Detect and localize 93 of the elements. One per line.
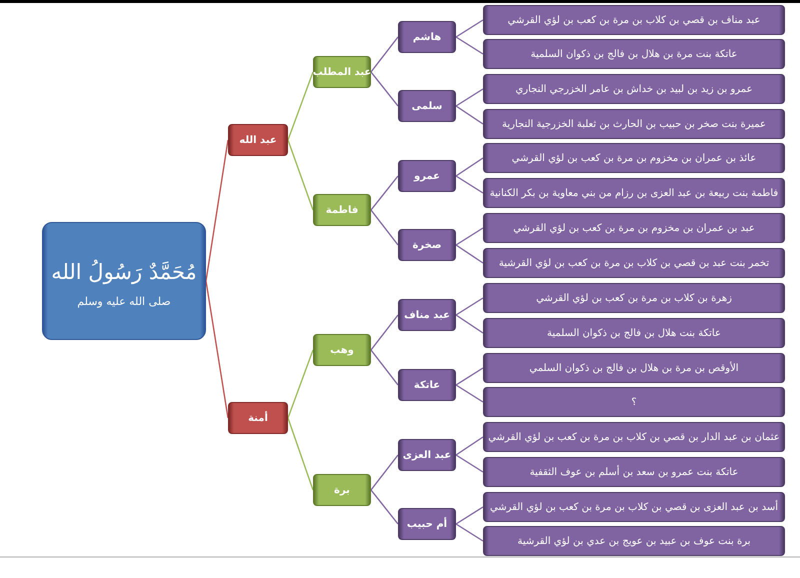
person-name: عاتكة bbox=[414, 380, 440, 390]
connector-line bbox=[370, 36, 399, 72]
person-name: عبد مناف bbox=[404, 310, 450, 320]
connector-line bbox=[456, 19, 484, 38]
lineage-text: عبد مناف بن قصي بن كلاب بن مرة بن كعب بن لؤي القرشي bbox=[508, 14, 760, 26]
person-name: برة bbox=[334, 484, 350, 496]
connector-line bbox=[456, 175, 484, 194]
lineage-text: عاتكة بنت عمرو بن سعد بن أسلم بن عوف الثقفية bbox=[530, 466, 738, 478]
person-name: فاطمة bbox=[326, 204, 358, 216]
ancestor-box bbox=[483, 39, 785, 69]
connector-line bbox=[456, 297, 484, 316]
person-box bbox=[398, 160, 456, 192]
person-name: أمنة bbox=[248, 412, 268, 424]
person-name: عبد العزى bbox=[402, 450, 452, 460]
person-box bbox=[398, 299, 456, 331]
person-box bbox=[398, 369, 456, 401]
ancestor-box bbox=[483, 526, 785, 556]
connector-line bbox=[456, 384, 484, 403]
connector-line bbox=[456, 105, 484, 125]
connector-line bbox=[456, 227, 484, 246]
root-box bbox=[42, 222, 206, 340]
lineage-text: ؟ bbox=[631, 396, 637, 408]
connector-line bbox=[370, 454, 399, 490]
person-box bbox=[398, 90, 456, 122]
lineage-text: عاتكة بنت هلال بن فالج بن ذكوان السلمية bbox=[547, 328, 721, 338]
lineage-text: عميرة بنت صخر بن حبيب بن الحارث بن ثعلبة الخزرجية النجارية bbox=[502, 118, 766, 130]
lineage-text: عمرو بن زيد بن لبيد بن خداش بن عامر الخزرجي النجاري bbox=[515, 84, 753, 94]
connector-line bbox=[456, 36, 484, 55]
connector-line bbox=[456, 88, 484, 107]
connector-line bbox=[456, 506, 484, 525]
ancestor-box bbox=[483, 178, 785, 208]
person-box bbox=[228, 402, 288, 434]
person-name: هاشم bbox=[412, 32, 442, 42]
blessing-text: صلى الله عليه وسلم bbox=[77, 294, 171, 308]
connector-line bbox=[456, 367, 484, 386]
person-box bbox=[313, 334, 371, 366]
person-name: عبد الله bbox=[239, 134, 277, 146]
ancestor-box bbox=[483, 213, 785, 243]
person-box bbox=[398, 439, 456, 471]
connector-line bbox=[370, 490, 398, 524]
connector-line bbox=[456, 244, 484, 264]
connector-line bbox=[456, 436, 484, 456]
person-name: عبد المطلب bbox=[312, 66, 372, 78]
person-box bbox=[313, 194, 371, 226]
connector-line bbox=[370, 350, 399, 386]
lineage-text: أسد بن عبد العزى بن قصي بن كلاب بن مرة بن كعب بن لؤي القرشي bbox=[490, 502, 778, 512]
connector-line bbox=[287, 72, 314, 140]
lineage-text: الأوقص بن مرة بن هلال بن فالج بن ذكوان السلمي bbox=[529, 362, 739, 374]
connector-line bbox=[370, 176, 398, 210]
connector-line bbox=[370, 72, 398, 106]
connector-line bbox=[370, 314, 399, 350]
person-box bbox=[313, 56, 371, 88]
ancestor-box bbox=[483, 387, 785, 417]
connector-line bbox=[370, 210, 399, 246]
person-name: صخرة bbox=[412, 240, 442, 250]
person-box bbox=[398, 508, 456, 540]
lineage-text: زهرة بن كلاب بن مرة بن كعب بن لؤي القرشي bbox=[536, 292, 732, 304]
connector-line bbox=[287, 418, 314, 490]
connector-line bbox=[456, 157, 484, 177]
connector-line bbox=[287, 350, 314, 418]
person-box bbox=[398, 229, 456, 261]
lineage-text: فاطمة بنت ربيعة بن عبد العزى بن رزام من بني معاوية بن بكر الكنانية bbox=[490, 188, 778, 198]
ancestor-box bbox=[483, 457, 785, 487]
ancestor-box bbox=[483, 74, 785, 104]
lineage-text: تخمر بنت عبد بن قصي بن كلاب بن مرة بن كعب بن لؤي القرشية bbox=[498, 258, 770, 268]
ancestor-box bbox=[483, 492, 785, 522]
connector-line bbox=[456, 314, 484, 334]
connector-line bbox=[456, 523, 484, 542]
connector-line bbox=[205, 280, 229, 418]
person-box bbox=[228, 124, 288, 156]
person-name: أم حبيب bbox=[406, 518, 448, 530]
lineage-text: عائذ بن عمران بن مخزوم بن مرة بن كعب بن لؤي القرشي bbox=[512, 152, 756, 164]
lineage-text: عثمان بن عبد الدار بن قصي بن كلاب بن مرة بن كعب بن لؤي القرشي bbox=[488, 432, 780, 442]
ancestor-box bbox=[483, 109, 785, 139]
connector-line bbox=[287, 140, 314, 210]
ancestor-box bbox=[483, 353, 785, 383]
ancestor-box bbox=[483, 5, 785, 35]
ancestor-box bbox=[483, 248, 785, 278]
person-box bbox=[313, 474, 371, 506]
ancestor-box bbox=[483, 318, 785, 348]
lineage-text: عبد بن عمران بن مخزوم بن مرة بن كعب بن لؤي القرشي bbox=[513, 222, 755, 234]
connector-line bbox=[205, 140, 229, 282]
title-text: مُحَمَّدٌ رَسُولُ الله bbox=[51, 258, 197, 286]
person-name: سلمى bbox=[412, 100, 442, 112]
person-name: وهب bbox=[330, 344, 354, 356]
ancestor-box bbox=[483, 143, 785, 173]
person-name: عمرو bbox=[414, 170, 440, 182]
ancestor-box bbox=[483, 283, 785, 313]
person-box bbox=[398, 21, 456, 53]
connector-line bbox=[456, 454, 484, 473]
lineage-text: عاتكة بنت مرة بن هلال بن فالج بن ذكوان السلمية bbox=[530, 48, 738, 60]
ancestor-box bbox=[483, 422, 785, 452]
lineage-text: برة بنت عوف بن عبيد بن عويج بن عدي بن لؤي القرشية bbox=[517, 536, 751, 546]
